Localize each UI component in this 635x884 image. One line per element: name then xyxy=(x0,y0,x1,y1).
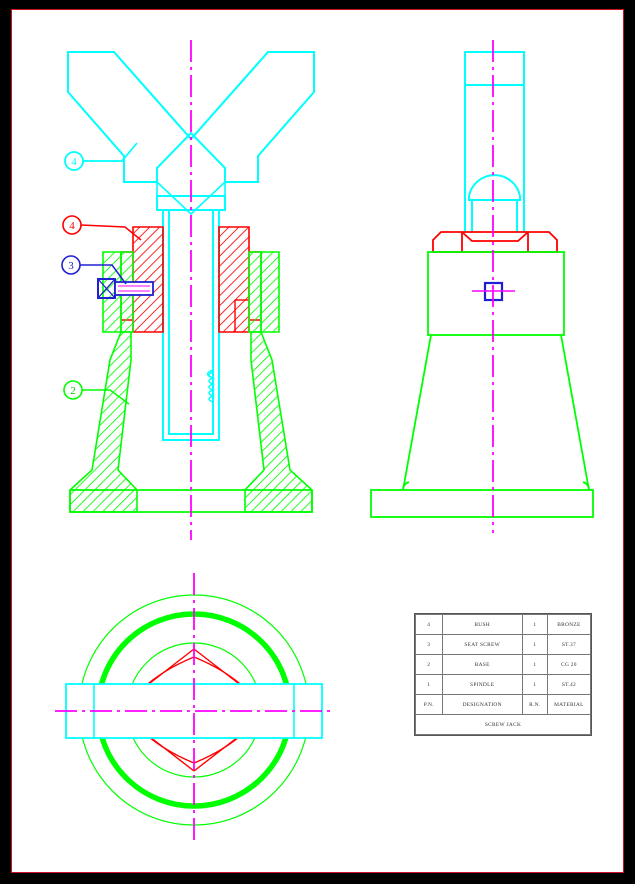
base-section-right xyxy=(244,251,313,513)
designation-cell: SEAT SCREW xyxy=(441,634,523,655)
top-plan-view xyxy=(55,573,333,845)
designation-cell: BUSH xyxy=(441,614,523,635)
material-cell: ST.37 xyxy=(546,634,592,655)
balloon-bush[interactable]: 4 xyxy=(62,215,142,241)
table-header-row: P.N. DESIGNATION R.N. MATERIAL xyxy=(415,694,592,715)
balloon-seat-screw[interactable]: 3 xyxy=(61,255,127,285)
material-cell: ST.42 xyxy=(546,674,592,695)
bush-section-right xyxy=(218,226,250,333)
drawing-title: SCREW JACK xyxy=(415,714,591,735)
material-cell: CG 20 xyxy=(546,654,592,675)
quantity-cell: 1 xyxy=(521,654,548,675)
table-row: 2 BASE 1 CG 20 xyxy=(415,654,592,675)
quantity-cell: 1 xyxy=(521,614,548,635)
balloon-base-label: 2 xyxy=(70,385,76,397)
balloon-tommy-bar[interactable]: 4 xyxy=(64,142,138,171)
balloon-seat-screw-label: 3 xyxy=(68,260,74,272)
designation-cell: SPINDLE xyxy=(441,674,523,695)
balloon-base[interactable]: 2 xyxy=(63,380,130,405)
part-number-cell: 2 xyxy=(415,654,443,675)
table-row: 4 BUSH 1 BRONZE xyxy=(415,614,592,635)
parts-list-table: 4 BUSH 1 BRONZE 3 SEAT SCREW 1 ST.37 2 B… xyxy=(414,613,592,736)
side-elevation-view xyxy=(370,40,594,533)
column-header-part-number: P.N. xyxy=(415,694,443,715)
balloon-tommy-bar-label: 4 xyxy=(71,156,77,168)
designation-cell: BASE xyxy=(441,654,523,675)
column-header-quantity: R.N. xyxy=(521,694,548,715)
bush-section-left xyxy=(132,226,164,333)
title-block-row: SCREW JACK xyxy=(415,714,591,735)
spindle-side xyxy=(464,51,525,232)
part-number-cell: 4 xyxy=(415,614,443,635)
seat-screw-section xyxy=(97,278,154,299)
part-number-cell: 1 xyxy=(415,674,443,695)
column-header-designation: DESIGNATION xyxy=(441,694,523,715)
balloon-bush-label: 4 xyxy=(69,220,75,232)
spindle-thread-detail xyxy=(206,369,216,403)
base-side xyxy=(370,251,594,518)
column-header-material: MATERIAL xyxy=(546,694,592,715)
balloon-callouts: 4 4 3 2 xyxy=(61,142,142,405)
quantity-cell: 1 xyxy=(521,674,548,695)
table-row: 3 SEAT SCREW 1 ST.37 xyxy=(415,634,592,655)
quantity-cell: 1 xyxy=(521,634,548,655)
material-cell: BRONZE xyxy=(546,614,592,635)
front-section-view xyxy=(67,40,315,540)
hex-nut-side xyxy=(432,231,558,253)
table-row: 1 SPINDLE 1 ST.42 xyxy=(415,674,592,695)
part-number-cell: 3 xyxy=(415,634,443,655)
